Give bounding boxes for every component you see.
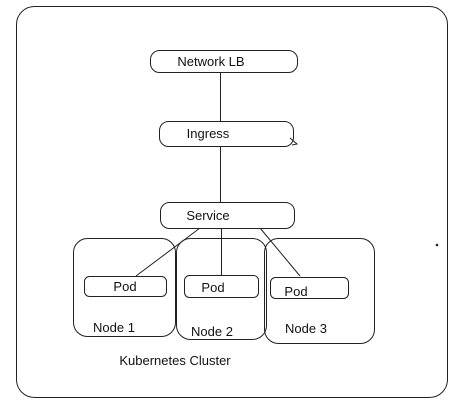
ingress-label: Ingress: [187, 126, 230, 141]
pod-1-label: Pod: [113, 279, 136, 294]
node-3-label: Node 3: [285, 321, 327, 336]
node-2-box: [176, 238, 267, 340]
pod-3-box: [270, 277, 349, 299]
pod-2-box: [184, 275, 259, 298]
cluster-boundary: [16, 6, 448, 398]
ingress-box: [159, 121, 294, 147]
cluster-label: Kubernetes Cluster: [119, 353, 231, 368]
node-1-box: [73, 238, 176, 337]
pod-3-label: Pod: [284, 284, 307, 299]
node-3-box: [264, 238, 375, 344]
stray-dot: [435, 243, 439, 247]
connector-service-to-pod-1: [135, 227, 201, 277]
network-lb-box: [150, 50, 298, 73]
network-lb-label: Network LB: [177, 54, 244, 69]
connector-service-to-pod-3: [259, 227, 301, 277]
node-1-label: Node 1: [93, 320, 135, 335]
service-label: Service: [186, 208, 229, 223]
service-box: [160, 202, 295, 229]
ingress-box-tail: [289, 137, 299, 146]
node-2-label: Node 2: [191, 324, 233, 339]
pod-2-label: Pod: [201, 280, 224, 295]
pod-1-box: [84, 276, 167, 297]
